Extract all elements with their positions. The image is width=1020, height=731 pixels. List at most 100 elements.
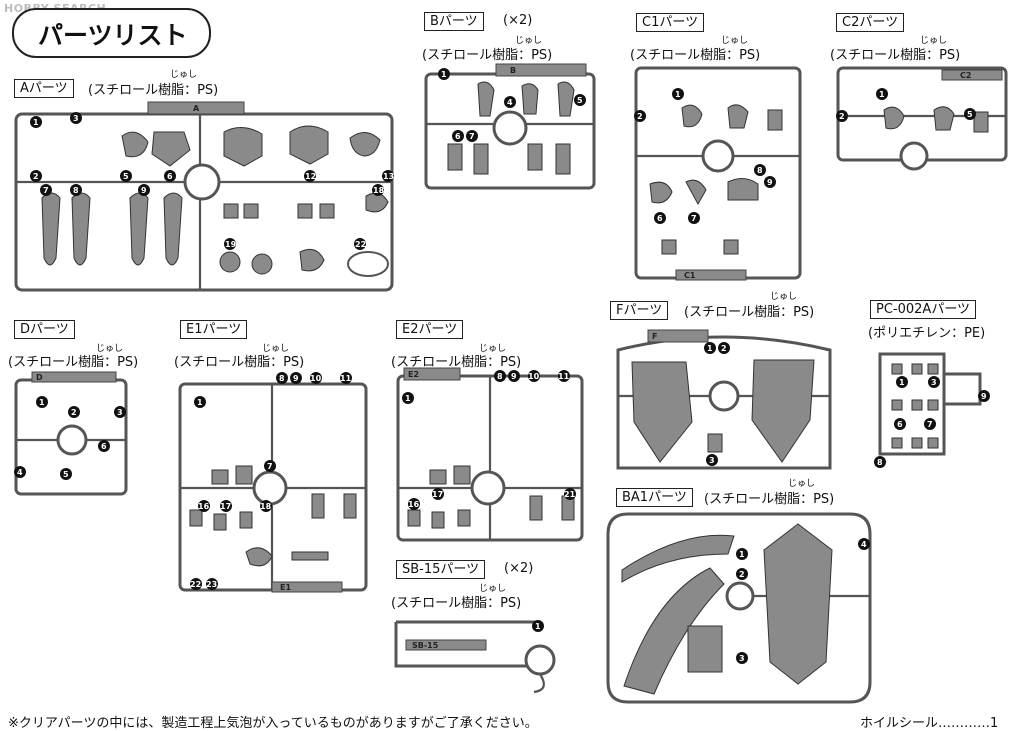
svg-text:5: 5	[123, 172, 129, 181]
runner-e2-tag: E2	[408, 370, 419, 379]
svg-text:10: 10	[310, 374, 322, 383]
svg-text:1: 1	[535, 622, 541, 631]
svg-text:17: 17	[432, 490, 443, 499]
svg-text:19: 19	[225, 240, 237, 249]
panel-c2-label: C2パーツ	[836, 13, 905, 32]
svg-text:22: 22	[190, 580, 201, 589]
svg-text:17: 17	[220, 502, 231, 511]
panel-f-material: (スチロール樹脂：PS)	[684, 305, 815, 320]
svg-text:3: 3	[117, 408, 123, 417]
svg-text:22: 22	[355, 240, 366, 249]
panel-c2-material: (スチロール樹脂：PS)	[830, 48, 961, 63]
svg-text:8: 8	[279, 374, 285, 383]
runner-pc002a: 1 3 6 7 8 9	[874, 352, 990, 468]
svg-text:7: 7	[691, 214, 697, 223]
svg-text:1: 1	[879, 90, 885, 99]
panel-c1-label: C1パーツ	[636, 13, 705, 32]
svg-text:6: 6	[657, 214, 663, 223]
svg-text:4: 4	[507, 98, 513, 107]
svg-text:6: 6	[455, 132, 461, 141]
svg-text:1: 1	[739, 550, 745, 559]
svg-text:7: 7	[469, 132, 475, 141]
svg-text:9: 9	[767, 178, 773, 187]
panel-b-suffix: (×2)	[503, 13, 533, 28]
svg-text:2: 2	[721, 344, 727, 353]
panel-f-label: Fパーツ	[610, 301, 669, 320]
runner-e1-tag: E1	[280, 583, 291, 592]
panel-c1-ruby: じゅし	[721, 36, 749, 46]
page-title: パーツリスト	[38, 21, 188, 50]
runner-sb15-tag: SB-15	[412, 641, 439, 650]
panel-d-ruby: じゅし	[96, 344, 124, 354]
runner-c2: C2 1 2 5	[836, 66, 1008, 171]
svg-text:8: 8	[73, 186, 79, 195]
svg-text:5: 5	[577, 96, 583, 105]
panel-e2-label: E2パーツ	[396, 320, 464, 339]
svg-text:2: 2	[71, 408, 77, 417]
svg-text:6: 6	[897, 420, 903, 429]
svg-text:6: 6	[101, 442, 107, 451]
svg-text:13: 13	[383, 172, 394, 181]
runner-b: B 1 4 5 6 7	[424, 63, 596, 190]
panel-c2-ruby: じゅし	[920, 36, 948, 46]
foil-sticker-count: ホイルシール…………1	[860, 716, 999, 731]
svg-text:12: 12	[305, 172, 316, 181]
panel-d-label: Dパーツ	[14, 320, 75, 339]
svg-text:16: 16	[408, 500, 420, 509]
svg-text:4: 4	[17, 468, 23, 477]
page-title-box: パーツリスト	[12, 8, 211, 58]
panel-f-ruby: じゅし	[770, 292, 798, 302]
panel-a-label: Aパーツ	[14, 79, 74, 98]
svg-text:2: 2	[839, 112, 845, 121]
panel-sb15-suffix: (×2)	[504, 561, 534, 576]
panel-d-material: (スチロール樹脂：PS)	[8, 355, 139, 370]
svg-text:2: 2	[637, 112, 643, 121]
runner-e1: E1 1 7 8 9 10 11 16 17 18 23 22	[178, 372, 368, 593]
svg-text:11: 11	[558, 372, 570, 381]
panel-b-ruby: じゅし	[515, 36, 543, 46]
runner-sb15: SB-15 1	[394, 620, 556, 694]
svg-text:2: 2	[33, 172, 39, 181]
svg-text:9: 9	[981, 392, 987, 401]
runner-d-tag: D	[36, 373, 43, 382]
svg-text:7: 7	[267, 462, 273, 471]
svg-text:10: 10	[528, 372, 540, 381]
svg-text:6: 6	[167, 172, 173, 181]
svg-text:3: 3	[931, 378, 937, 387]
panel-e1-ruby: じゅし	[262, 344, 290, 354]
svg-text:1: 1	[707, 344, 713, 353]
svg-text:1: 1	[39, 398, 45, 407]
svg-text:21: 21	[564, 490, 576, 499]
panel-e2-material: (スチロール樹脂：PS)	[391, 355, 522, 370]
panel-ba1-material: (スチロール樹脂：PS)	[704, 492, 835, 507]
panel-a-material: (スチロール樹脂：PS)	[88, 83, 219, 98]
panel-sb15-ruby: じゅし	[479, 584, 507, 594]
svg-text:1: 1	[441, 70, 447, 79]
svg-text:1: 1	[405, 394, 411, 403]
panel-ba1-ruby: じゅし	[788, 479, 816, 489]
svg-text:3: 3	[709, 456, 715, 465]
runner-f-tag: F	[652, 332, 657, 341]
panel-sb15-material: (スチロール樹脂：PS)	[391, 596, 522, 611]
panel-e1-material: (スチロール樹脂：PS)	[174, 355, 305, 370]
runner-b-tag: B	[510, 66, 516, 75]
svg-text:18: 18	[260, 502, 272, 511]
svg-text:1: 1	[675, 90, 681, 99]
svg-text:1: 1	[197, 398, 203, 407]
svg-text:3: 3	[73, 114, 79, 123]
svg-text:11: 11	[340, 374, 352, 383]
svg-text:8: 8	[497, 372, 503, 381]
panel-pc002a-material: (ポリエチレン：PE)	[868, 326, 986, 341]
svg-text:1: 1	[899, 378, 905, 387]
runner-c1: C1 1 2 8 9 6 7	[634, 66, 802, 281]
footer-note: ※クリアパーツの中には、製造工程上気泡が入っているものがありますがご了承ください…	[8, 716, 538, 731]
runner-c2-tag: C2	[960, 71, 971, 80]
runner-a: A 1 2 3 5 6 7 8 9 12 13 18 19 22	[14, 101, 394, 292]
svg-text:7: 7	[927, 420, 933, 429]
runner-e2: E2 1 8 9 10 11 16 17 21	[396, 367, 584, 542]
svg-text:2: 2	[739, 570, 745, 579]
svg-text:5: 5	[63, 470, 69, 479]
svg-text:9: 9	[293, 374, 299, 383]
runner-c1-tag: C1	[684, 271, 696, 280]
panel-e1-label: E1パーツ	[180, 320, 248, 339]
